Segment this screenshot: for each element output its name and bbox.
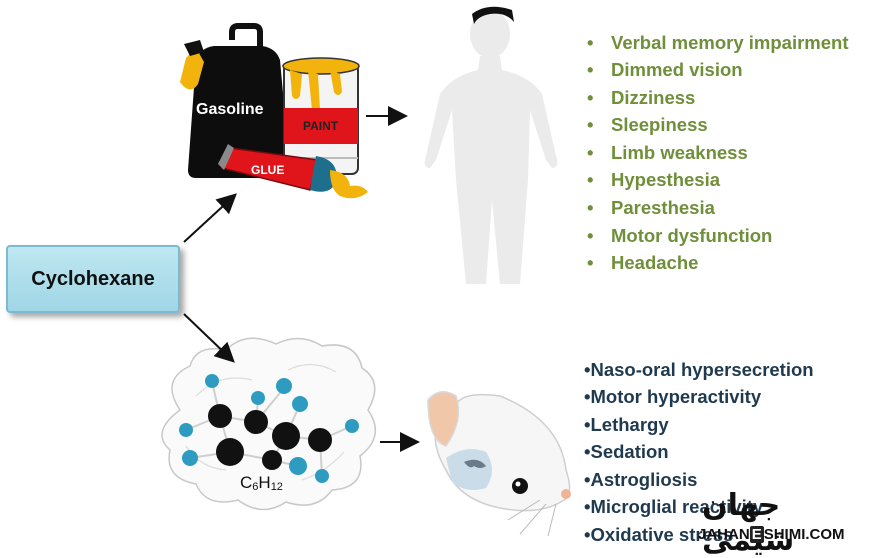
molecular-formula: C6H12 bbox=[240, 473, 283, 493]
animal-effect-item: •Astrogliosis bbox=[584, 469, 698, 490]
human-effect-item: •Dizziness bbox=[587, 87, 696, 108]
animal-effect-item: •Lethargy bbox=[584, 414, 669, 435]
arrow-to-molecule bbox=[183, 313, 235, 363]
human-effect-item: •Verbal memory impairment bbox=[587, 32, 849, 53]
animal-effect-item: •Microglial reactivity bbox=[584, 496, 764, 517]
glue-label: GLUE bbox=[251, 163, 285, 177]
paint-can-icon bbox=[282, 57, 360, 175]
animal-effect-item: •Sedation bbox=[584, 441, 669, 462]
cyclohexane-label: Cyclohexane bbox=[31, 267, 155, 290]
human-effect-item: •Sleepiness bbox=[587, 114, 708, 135]
gasoline-can-icon bbox=[180, 23, 290, 178]
cyclohexane-box: Cyclohexane bbox=[6, 245, 180, 313]
human-effect-item: •Headache bbox=[587, 252, 699, 273]
mouse-icon bbox=[427, 391, 571, 537]
animal-effect-item: •Motor hyperactivity bbox=[584, 386, 762, 407]
animal-effect-item: •Naso-oral hypersecretion bbox=[584, 359, 814, 380]
arrow-to-products bbox=[183, 193, 237, 243]
glue-tube-icon bbox=[218, 144, 368, 199]
gasoline-label: Gasoline bbox=[196, 101, 264, 118]
animal-effect-item: •Oxidative stress bbox=[584, 524, 734, 545]
human-silhouette-icon bbox=[424, 6, 558, 284]
cyclohexane-molecule bbox=[179, 374, 359, 483]
arrows bbox=[183, 106, 420, 452]
human-effect-item: •Hypesthesia bbox=[587, 169, 720, 190]
watermark-persian: جهان شیمی bbox=[702, 488, 795, 558]
human-effect-item: •Dimmed vision bbox=[587, 59, 743, 80]
paint-label: PAINT bbox=[303, 119, 339, 133]
human-effect-item: •Motor dysfunction bbox=[587, 225, 773, 246]
human-effect-item: •Paresthesia bbox=[587, 197, 715, 218]
human-effect-item: •Limb weakness bbox=[587, 142, 748, 163]
